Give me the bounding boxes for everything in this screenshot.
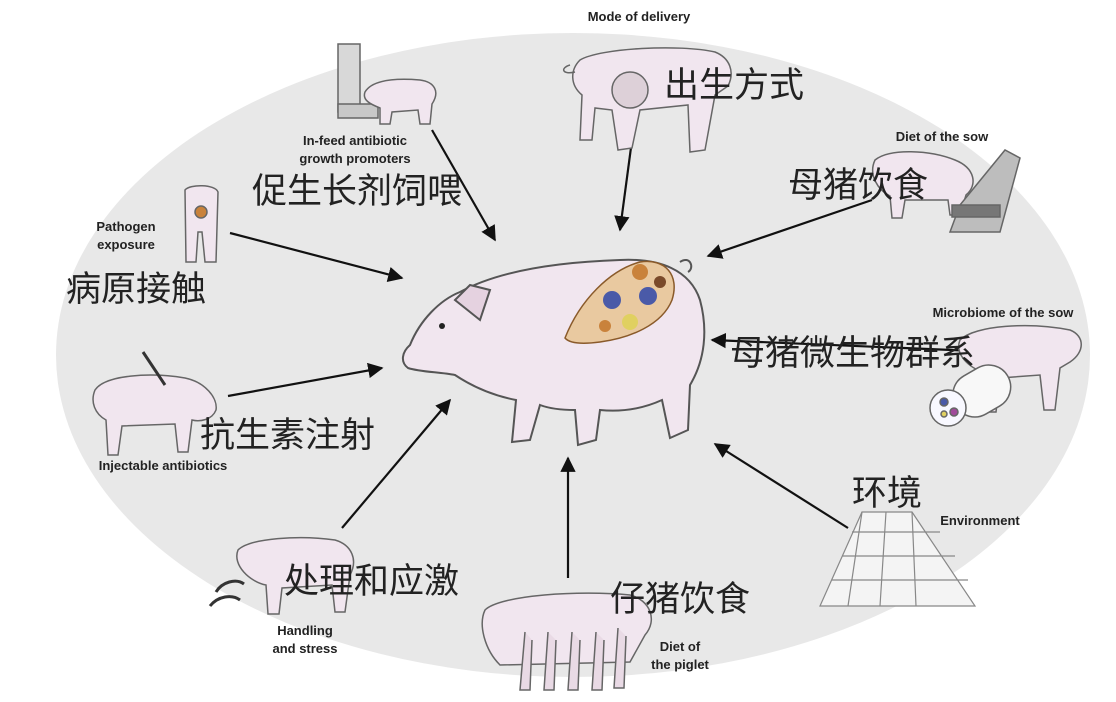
label-sow-microbiome-en: Microbiome of the sow <box>932 305 1074 320</box>
sow-feeder-illustration <box>871 149 1021 233</box>
label-handling-zh: 处理和应激 <box>284 562 460 602</box>
label-sow-diet-en: Diet of the sow <box>895 129 989 144</box>
label-sow-diet-zh: 母猪饮食 <box>788 166 929 206</box>
injectable-pig-illustration <box>92 351 217 456</box>
sow-microbiome-illustration <box>929 324 1082 427</box>
arrow-environment <box>713 443 849 529</box>
handling-pig-illustration <box>208 536 355 615</box>
arrows <box>227 129 1001 578</box>
label-delivery-en: Mode of delivery <box>587 9 691 24</box>
sow-delivery-illustration <box>563 47 732 153</box>
arrow-sow-microbiome <box>710 332 1001 354</box>
piglet-nursing-illustration <box>481 592 652 691</box>
arrow-delivery <box>614 139 634 232</box>
pathogen-pig-illustration <box>184 185 219 263</box>
label-environment-en: Environment <box>940 513 1020 528</box>
label-pathogen-zh: 病原接触 <box>66 270 207 310</box>
label-delivery-zh: 出生方式 <box>664 66 805 106</box>
label-environment-zh: 环境 <box>852 474 923 514</box>
label-piglet-diet-zh: 仔猪饮食 <box>610 580 751 620</box>
arrow-infeed <box>431 129 496 242</box>
environment-barn-illustration <box>819 511 977 607</box>
arrow-injectable <box>227 362 384 398</box>
gut-illustration <box>564 260 675 344</box>
feeder-pig-illustration <box>337 43 437 125</box>
label-injectable-zh: 抗生素注射 <box>200 416 376 456</box>
arrow-pathogen <box>229 231 404 282</box>
arrow-sow-diet <box>706 198 873 259</box>
label-sow-microbiome-zh: 母猪微生物群系 <box>730 334 976 374</box>
pig-eye <box>439 323 445 329</box>
label-infeed-zh: 促生长剂饲喂 <box>252 172 463 212</box>
label-injectable-en: Injectable antibiotics <box>98 458 228 473</box>
arrow-handling <box>341 398 451 529</box>
